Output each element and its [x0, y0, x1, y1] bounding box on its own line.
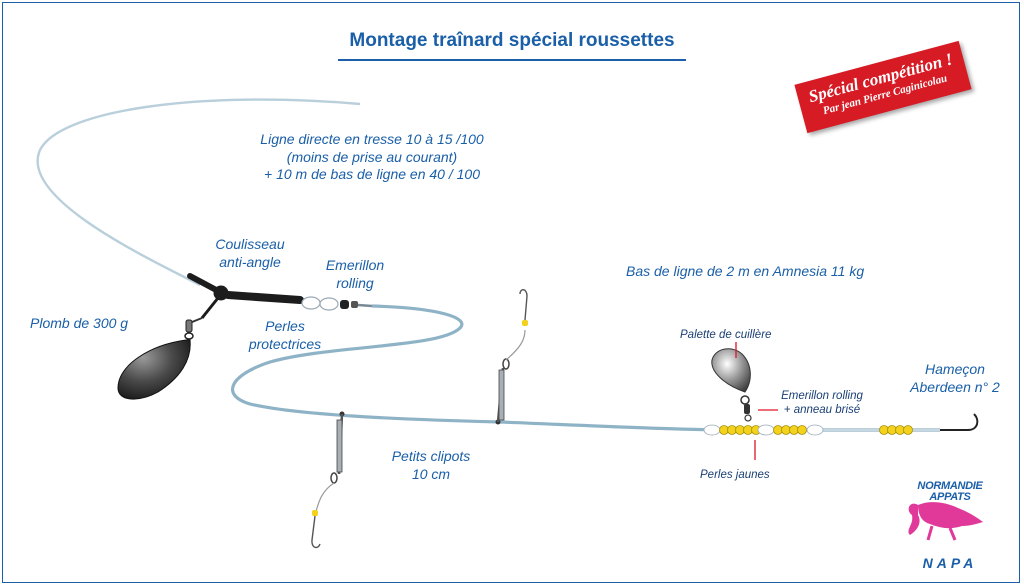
emerillon-line-1: Emerillon — [325, 257, 385, 273]
title-underline — [338, 59, 686, 61]
perles-protectrices-line-2: protectrices — [248, 335, 322, 352]
ligne-directe-line-3: + 10 m de bas de ligne en 40 / 100 — [264, 166, 480, 182]
label-emerillon-rolling: Emerillon rolling + anneau brisé — [772, 389, 872, 418]
hamecon-line-2: Aberdeen n° 2 — [910, 378, 1000, 395]
logo-line-1: NORMANDIE — [917, 480, 983, 492]
coulisseau-line-2: anti-angle — [219, 253, 281, 270]
ligne-directe-line-2: (moins de prise au courant) — [286, 148, 458, 165]
yellow-bead — [797, 425, 807, 435]
anti-angle-slider — [187, 273, 304, 319]
yellow-beads-group — [703, 424, 824, 436]
normandie-appats-logo: NORMANDIE APPATS NAPA — [910, 480, 990, 575]
white-bead — [806, 424, 824, 436]
label-petits-clipots: Petits clipots 10 cm — [376, 448, 486, 483]
label-plomb: Plomb de 300 g — [30, 315, 129, 331]
white-bead — [757, 424, 775, 436]
label-coulisseau: Coulisseau anti-angle — [200, 236, 300, 271]
label-bas-de-ligne: Bas de ligne de 2 m en Amnesia 11 kg — [626, 263, 865, 279]
logo-line-2: APPATS — [929, 491, 971, 503]
clipot-upper — [495, 289, 528, 425]
petits-clipots-line-2: 10 cm — [411, 465, 451, 482]
yellow-beads-near-hook — [879, 425, 913, 435]
rolling-swivel — [340, 300, 373, 309]
label-perles-jaunes: Perles jaunes — [700, 469, 770, 481]
leader-line — [230, 304, 940, 432]
white-bead — [703, 424, 721, 436]
label-perles-protectrices: Perles protectrices — [230, 318, 340, 353]
hamecon-line-1: Hameçon — [925, 361, 985, 377]
spoon-blade — [711, 348, 752, 422]
napa-fish-icon — [908, 502, 983, 541]
yellow-bead — [903, 425, 913, 435]
emerillon-rolling-line-2: + anneau brisé — [783, 404, 861, 417]
aberdeen-hook — [940, 413, 979, 431]
annotation-markers — [735, 342, 778, 460]
lead-sinker — [117, 317, 203, 400]
ligne-directe-line-1: Ligne directe en tresse 10 à 15 /100 — [260, 131, 484, 147]
protective-beads — [301, 296, 339, 311]
diagram-title: Montage traînard spécial roussettes — [349, 30, 675, 51]
label-emerillon: Emerillon rolling — [315, 257, 395, 292]
label-palette: Palette de cuillère — [680, 329, 772, 341]
perles-protectrices-line-1: Perles — [265, 318, 305, 334]
emerillon-line-2: rolling — [336, 274, 374, 291]
label-ligne-directe: Ligne directe en tresse 10 à 15 /100 (mo… — [242, 131, 502, 184]
logo-line-3: NAPA — [922, 555, 978, 571]
emerillon-rolling-line-1: Emerillon rolling — [781, 390, 863, 402]
clipot-lower — [311, 411, 345, 549]
label-hamecon: Hameçon Aberdeen n° 2 — [900, 361, 1010, 396]
coulisseau-line-1: Coulisseau — [215, 236, 285, 252]
braided-main-line — [36, 98, 361, 287]
petits-clipots-line-1: Petits clipots — [391, 448, 471, 464]
